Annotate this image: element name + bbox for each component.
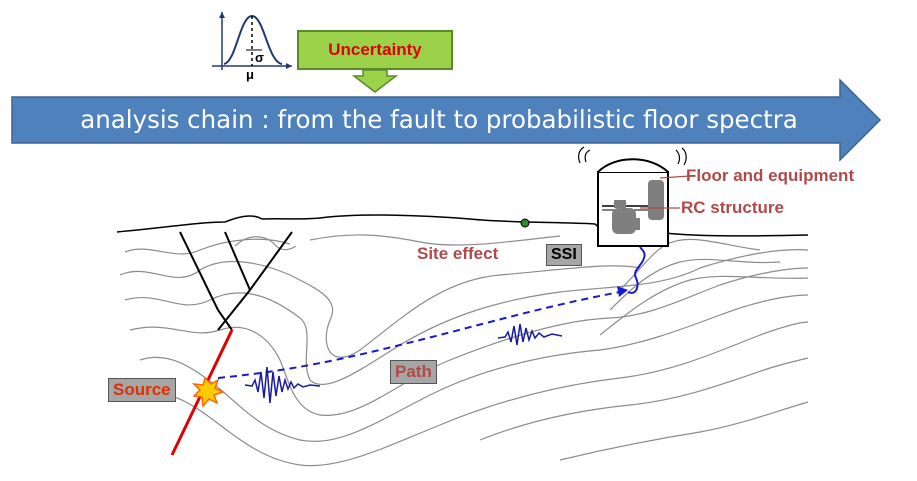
analysis-chain-title: analysis chain : from the fault to proba… — [80, 104, 798, 134]
ssi-label: SSI — [546, 244, 582, 266]
mu-symbol: μ — [246, 67, 254, 82]
analysis-chain-arrow — [11, 78, 882, 162]
path-label: Path — [390, 360, 437, 384]
rc-structure-label: RC structure — [681, 198, 784, 217]
sigma-symbol: σ — [255, 50, 264, 65]
source-burst-icon — [191, 376, 225, 408]
surface-station-marker — [520, 218, 530, 228]
site-effect-label: Site effect — [417, 244, 499, 263]
seismogram-path — [497, 323, 563, 346]
fault-lines — [179, 231, 293, 331]
seismogram-site — [627, 246, 646, 294]
uncertainty-callout-arrow — [351, 69, 399, 93]
seismogram-source — [244, 366, 321, 404]
uncertainty-box: Uncertainty — [297, 30, 453, 70]
wave-path-arrow — [217, 291, 621, 379]
normal-distribution-icon — [212, 12, 292, 70]
floor-equipment-label: Floor and equipment — [686, 166, 855, 185]
reactor-building — [597, 158, 669, 247]
uncertainty-label: Uncertainty — [328, 40, 422, 59]
source-label: Source — [108, 378, 176, 402]
ground-surface — [116, 214, 809, 239]
vibration-marks — [578, 146, 687, 166]
geological-layers — [119, 234, 809, 467]
